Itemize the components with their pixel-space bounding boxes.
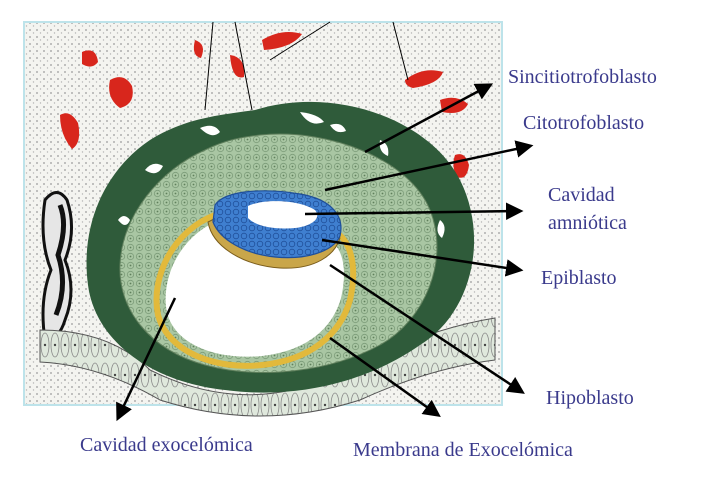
pointer-lines-top: [204, 21, 409, 111]
label-citotrofoblasto: Citotrofoblasto: [523, 112, 645, 134]
label-cavidad-exocelomica: Cavidad exocelómica: [80, 434, 253, 456]
arrow-epiblasto: [321, 238, 524, 277]
label-membrana-exocelomica: Membrana de Exocelómica: [353, 439, 573, 461]
arrow-cavidad-amniotica: [304, 202, 524, 220]
arrow-citotrofoblasto: [324, 140, 534, 192]
maternal-blood-lacunae: [60, 32, 469, 178]
uterine-gland: [41, 191, 73, 342]
amniotic-cavity: [248, 201, 318, 229]
label-cavidad-amniotica-2: amniótica: [548, 212, 627, 234]
arrow-membrana: [329, 336, 441, 418]
arrow-hipoblasto: [329, 263, 525, 394]
label-arrows: [116, 83, 534, 422]
label-hipoblasto: Hipoblasto: [546, 387, 634, 409]
label-epiblasto: Epiblasto: [541, 267, 617, 289]
label-cavidad-amniotica-1: Cavidad: [548, 184, 615, 206]
label-sincitiotrofoblasto: Sincitiotrofoblasto: [508, 66, 657, 88]
exocoelomic-membrane: [153, 212, 357, 369]
arrow-cavidad-exocelomica: [116, 297, 177, 422]
arrow-sincitiotrofoblasto: [364, 83, 494, 154]
endometrial-epithelium: [39, 317, 496, 417]
